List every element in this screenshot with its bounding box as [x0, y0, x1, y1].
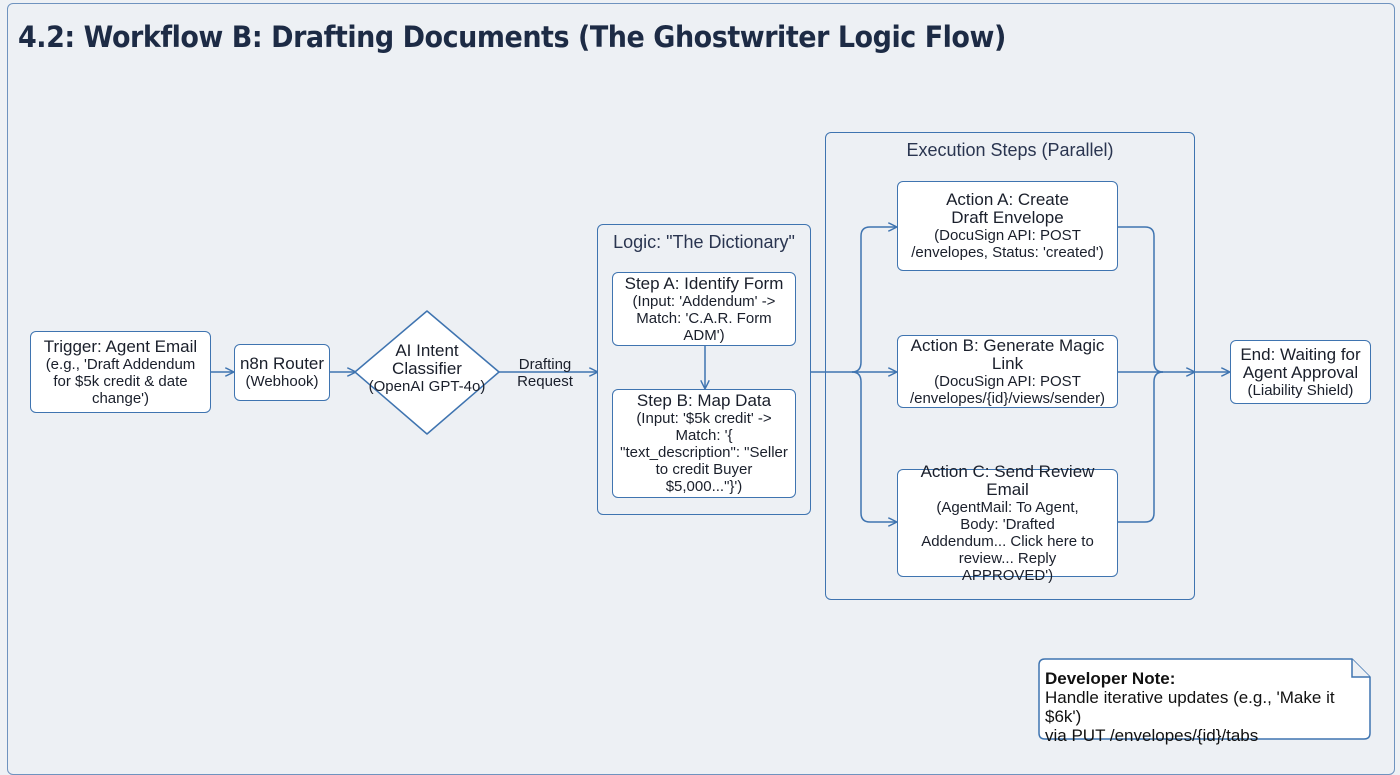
action-b-node: Action B: Generate Magic Link (DocuSign … — [897, 335, 1118, 408]
step-b-node: Step B: Map Data (Input: '$5k credit' ->… — [612, 389, 796, 498]
edge-fanout-action-a — [851, 227, 896, 373]
action-b-detail: (DocuSign API: POST /envelopes/{id}/view… — [909, 372, 1106, 407]
action-b-title: Action B: Generate Magic Link — [910, 335, 1105, 373]
logic-group: Logic: "The Dictionary" — [597, 224, 811, 515]
page-title: 4.2: Workflow B: Drafting Documents (The… — [18, 20, 1006, 54]
execution-group: Execution Steps (Parallel) — [825, 132, 1195, 600]
action-c-title: Action C: Send Review Email — [920, 461, 1095, 499]
developer-note-title: Developer Note: — [1045, 669, 1176, 688]
classifier-node: AI Intent Classifier (OpenAI GPT-4o) — [358, 342, 496, 396]
edge-fanout-action-c — [851, 371, 896, 522]
classifier-line-2: Classifier — [392, 359, 462, 378]
end-detail: (Liability Shield) — [1247, 381, 1354, 399]
execution-group-label: Execution Steps (Parallel) — [906, 140, 1114, 160]
end-title: End: Waiting for Agent Approval — [1240, 344, 1361, 382]
router-node: n8n Router (Webhook) — [234, 344, 330, 401]
end-node: End: Waiting for Agent Approval (Liabili… — [1230, 340, 1371, 404]
classifier-diamond — [354, 310, 500, 435]
developer-note: Developer Note: Handle iterative updates… — [1039, 659, 1370, 745]
logic-group-label: Logic: "The Dictionary" — [613, 232, 795, 252]
action-a-detail: (DocuSign API: POST /envelopes, Status: … — [911, 227, 1104, 261]
classifier-line-1: AI Intent — [395, 341, 459, 360]
router-title: n8n Router — [239, 354, 325, 373]
trigger-node: Trigger: Agent Email (e.g., 'Draft Adden… — [30, 331, 211, 413]
developer-note-line-1: Handle iterative updates (e.g., 'Make it… — [1045, 688, 1335, 726]
edge-action-c-merge — [1118, 371, 1164, 523]
trigger-detail: (e.g., 'Draft Addendum for $5k credit & … — [45, 355, 196, 407]
step-a-node: Step A: Identify Form (Input: 'Addendum'… — [612, 272, 796, 346]
classifier-line-3: (OpenAI GPT-4o) — [368, 378, 486, 395]
action-c-node: Action C: Send Review Email (AgentMail: … — [897, 462, 1118, 584]
trigger-title: Trigger: Agent Email — [43, 336, 198, 356]
step-b-detail: (Input: '$5k credit' -> Match: '{ "text_… — [620, 410, 788, 495]
action-a-title: Action A: Create Draft Envelope — [946, 190, 1069, 227]
developer-note-line-2: via PUT /envelopes/{id}/tabs — [1045, 726, 1259, 745]
step-a-title: Step A: Identify Form — [624, 273, 784, 293]
action-a-node: Action A: Create Draft Envelope (DocuSig… — [897, 181, 1118, 271]
developer-note-shape — [1038, 658, 1371, 740]
developer-note-fold — [1351, 659, 1370, 678]
edge-action-a-merge — [1118, 226, 1164, 373]
action-c-detail: (AgentMail: To Agent, Body: 'Drafted Add… — [921, 498, 1094, 584]
step-a-detail: (Input: 'Addendum' -> Match: 'C.A.R. For… — [632, 292, 776, 344]
router-detail: (Webhook) — [245, 373, 319, 390]
edge-label-drafting-request: Drafting Request — [517, 356, 573, 390]
step-b-title: Step B: Map Data — [636, 391, 772, 410]
